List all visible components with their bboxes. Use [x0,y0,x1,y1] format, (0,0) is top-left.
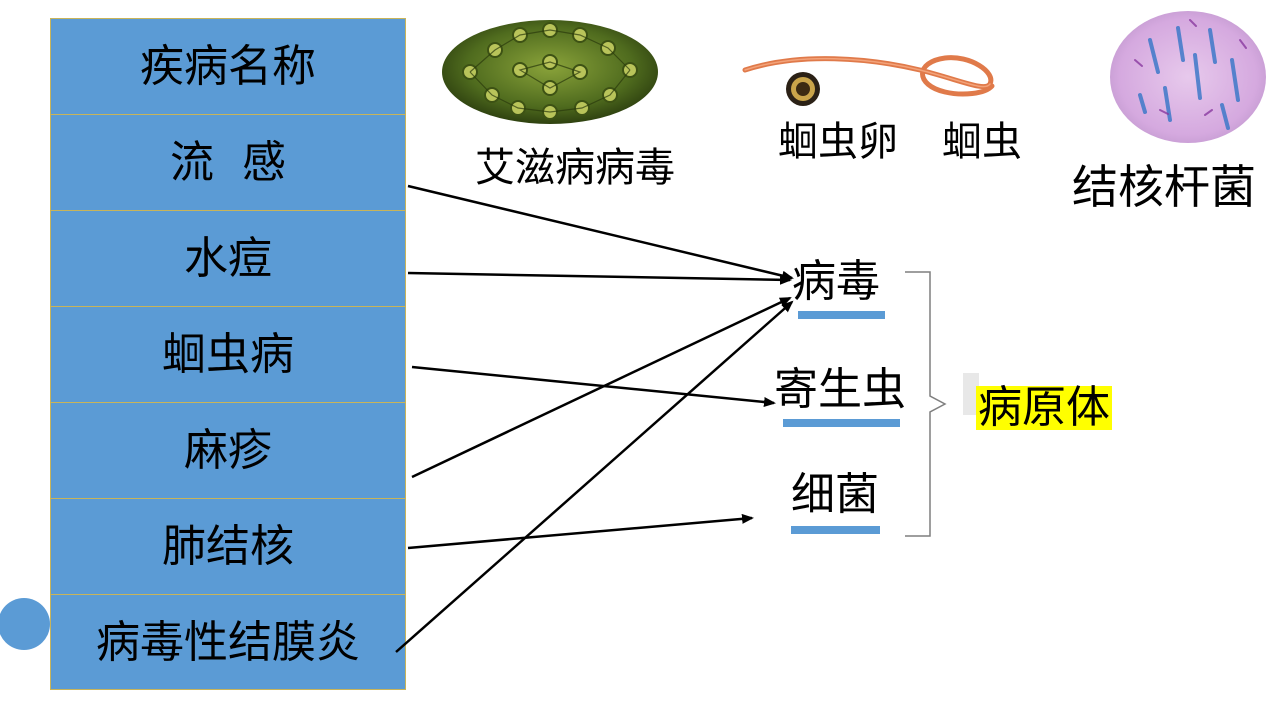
label-shadow [963,373,979,415]
mapping-arrows [395,184,794,653]
table-row: 流 感 [51,115,405,211]
arrow-measles-to-virus [411,296,792,479]
table-row: 肺结核 [51,499,405,595]
table-header: 疾病名称 [51,19,405,115]
bacteria-underline [791,526,880,534]
grouping-brace [905,271,947,537]
parasite-label: 寄生虫 [774,364,906,415]
aids-virus-image [442,20,658,124]
tb-bacteria-label: 结核杆菌 [1072,160,1256,214]
virus-underline [798,311,885,319]
arrow-flu-to-virus [407,184,794,281]
disease-table: 疾病名称 流 感 水痘 蛔虫病 麻疹 肺结核 病毒性结膜炎 [50,18,406,690]
pathogen-label: 病原体 [976,382,1112,433]
arrow-chickenpox-to-virus [407,271,792,285]
roundworm-egg-label: 蛔虫卵 [778,119,898,165]
bacteria-label: 细菌 [791,469,879,520]
arrow-conjunctivitis-to-virus [395,300,794,653]
parasite-underline [783,419,900,427]
roundworm-egg-image [786,72,820,106]
decorative-circle [0,598,50,650]
virus-label: 病毒 [792,256,880,307]
arrow-tb-to-bacteria [407,513,754,550]
tb-bacteria-image [1110,11,1266,143]
table-row: 病毒性结膜炎 [96,617,360,668]
table-row: 蛔虫病 [51,307,405,403]
table-row: 水痘 [51,211,405,307]
roundworm-image [742,55,995,97]
aids-virus-label: 艾滋病病毒 [475,145,675,191]
table-row: 麻疹 [51,403,405,499]
roundworm-label: 蛔虫 [942,119,1022,165]
arrow-ascariasis-to-parasite [411,365,776,407]
